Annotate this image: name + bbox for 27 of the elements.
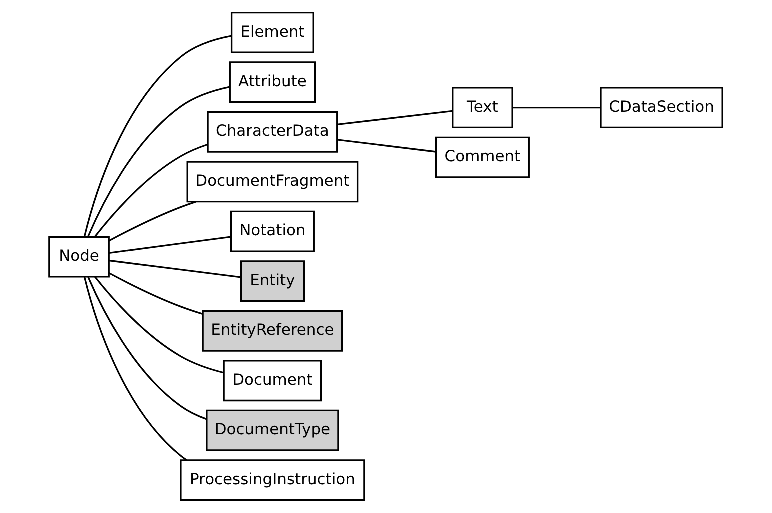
connector — [87, 86, 230, 238]
node-box: Node — [48, 236, 110, 278]
node-box: Entity — [240, 260, 306, 302]
connector — [108, 272, 204, 315]
node-box: ProcessingInstruction — [180, 460, 366, 502]
node-box: Element — [230, 12, 314, 54]
connector — [337, 139, 436, 153]
node-box: DocumentType — [206, 410, 340, 452]
connector — [337, 110, 453, 126]
connector — [108, 201, 196, 242]
node-box: CharacterData — [207, 111, 338, 153]
connector — [84, 35, 232, 238]
connector — [109, 260, 242, 278]
connector — [84, 276, 188, 462]
node-box: DocumentFragment — [186, 161, 359, 203]
connector — [94, 276, 224, 374]
node-box: EntityReference — [202, 310, 344, 352]
connector — [109, 236, 232, 254]
node-box: Attribute — [229, 62, 316, 104]
node-box: Text — [452, 87, 514, 129]
node-box: Notation — [230, 210, 315, 252]
node-box: Comment — [435, 136, 530, 178]
node-box: Document — [223, 360, 322, 402]
connector — [88, 277, 207, 420]
connector — [94, 144, 208, 238]
connector — [512, 107, 601, 109]
node-box: CDataSection — [600, 87, 724, 129]
